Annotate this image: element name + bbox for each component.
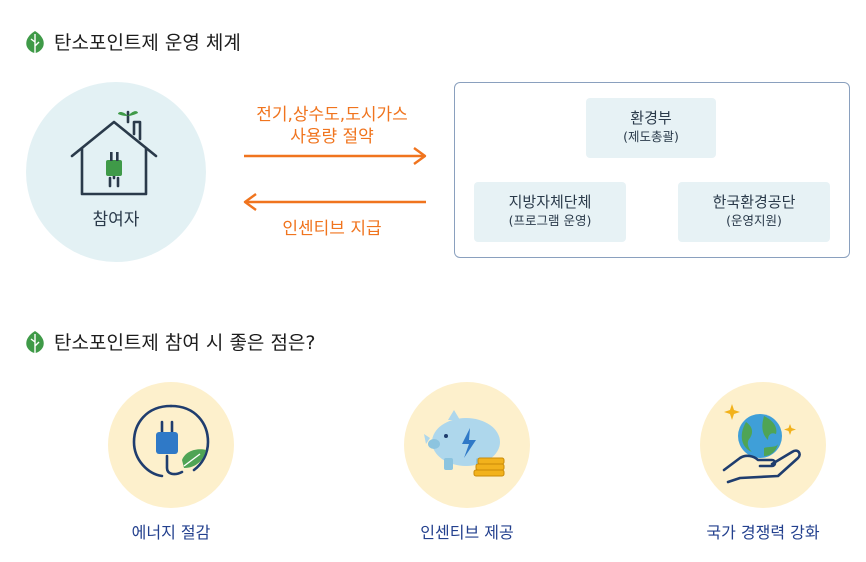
org-role: (프로그램 운영)	[508, 213, 592, 228]
plug-leaf-icon	[126, 398, 216, 492]
forward-arrow-icon	[242, 146, 428, 170]
participant-label: 참여자	[92, 210, 140, 230]
org-card-ministry: 환경부 (제도총괄)	[586, 98, 716, 158]
benefit-energy-label: 에너지 절감	[131, 523, 211, 542]
globe-hand-icon	[718, 400, 810, 490]
benefit-incentive-label: 인센티브 제공	[420, 523, 514, 542]
house-plug-icon	[66, 104, 162, 204]
forward-flow-text: 전기,상수도,도시가스 사용량 절약	[232, 104, 432, 148]
section-title-benefits: 탄소포인트제 참여 시 좋은 점은?	[24, 328, 315, 355]
backward-flow-text: 인센티브 지급	[282, 219, 382, 239]
section-title-text: 탄소포인트제 참여 시 좋은 점은?	[54, 332, 316, 354]
section-title-text: 탄소포인트제 운영 체계	[54, 32, 241, 54]
organization-box	[454, 82, 850, 258]
leaf-icon	[24, 30, 46, 54]
org-name: 지방자체단체	[508, 193, 592, 211]
org-card-environment-corporation: 한국환경공단 (운영지원)	[678, 182, 830, 242]
org-name: 한국환경공단	[712, 193, 796, 211]
benefit-competitiveness-label: 국가 경쟁력 강화	[706, 523, 820, 542]
leaf-icon	[24, 330, 46, 354]
org-name: 환경부	[630, 109, 672, 127]
org-role: (운영지원)	[726, 213, 782, 228]
org-role: (제도총괄)	[623, 129, 679, 144]
section-title-operation: 탄소포인트제 운영 체계	[24, 28, 241, 55]
org-card-local-government: 지방자체단체 (프로그램 운영)	[474, 182, 626, 242]
piggy-bank-icon	[420, 400, 514, 490]
backward-arrow-icon	[242, 192, 428, 216]
forward-flow-line1: 전기,상수도,도시가스	[256, 105, 408, 125]
forward-flow-line2: 사용량 절약	[290, 127, 374, 147]
